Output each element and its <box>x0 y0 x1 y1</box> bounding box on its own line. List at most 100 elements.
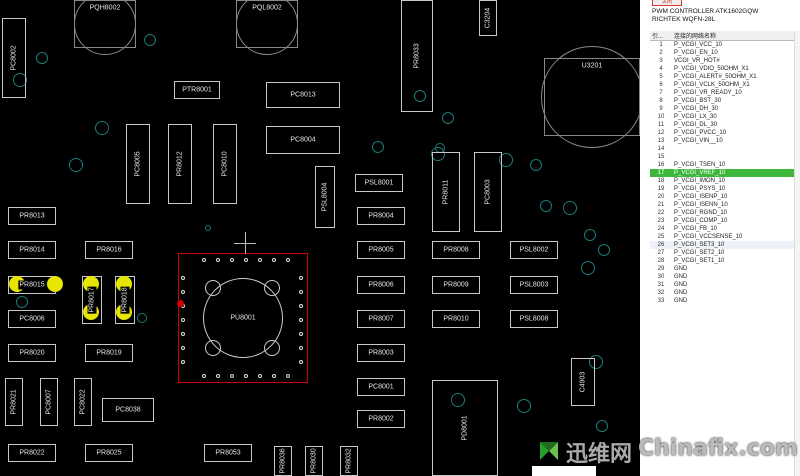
component-pc8001[interactable] <box>357 378 405 396</box>
component-pc8003[interactable] <box>474 152 502 232</box>
component-pc8002[interactable] <box>2 18 26 98</box>
component-pc8010[interactable] <box>213 124 237 204</box>
component-pc8007[interactable] <box>40 378 58 426</box>
ic-pin <box>181 276 185 280</box>
column-header-pin[interactable]: 引... <box>650 31 672 41</box>
component-pr8010[interactable] <box>432 310 480 328</box>
ic-center-pad <box>203 278 283 358</box>
component-psl8004[interactable] <box>315 166 335 228</box>
component-pr8006[interactable] <box>357 276 405 294</box>
component-ref-label: PC8007 <box>44 388 54 416</box>
component-ref-label: PC8010 <box>220 150 230 178</box>
pin-row[interactable]: 15 <box>650 153 796 161</box>
component-ptr8001[interactable] <box>174 81 220 99</box>
component-pc8013[interactable] <box>266 82 340 108</box>
pin-number: 22 <box>657 210 665 216</box>
pin-row[interactable]: 14 <box>650 145 796 153</box>
pin-net-name: P_VCGI_SET1_10 <box>674 258 725 264</box>
component-pr8013[interactable] <box>8 207 56 225</box>
component-psl8002[interactable] <box>510 241 558 259</box>
via-hole <box>589 355 603 369</box>
component-pc8004[interactable] <box>266 126 340 154</box>
panel-scrollbar[interactable] <box>794 31 800 476</box>
ic-pin <box>299 360 303 364</box>
ic-corner-mark <box>205 280 221 296</box>
component-pr8004[interactable] <box>357 207 405 225</box>
ic-corner-mark <box>205 340 221 356</box>
pin-number: 21 <box>657 202 665 208</box>
component-pr8014[interactable] <box>8 241 56 259</box>
component-pr8005[interactable] <box>357 241 405 259</box>
component-c3204[interactable] <box>479 0 497 36</box>
component-pr8053[interactable] <box>204 444 252 462</box>
component-pr8012[interactable] <box>168 124 192 204</box>
component-psl8003[interactable] <box>510 276 558 294</box>
component-pr8007[interactable] <box>357 310 405 328</box>
component-pc8006[interactable] <box>8 310 56 328</box>
close-panel-button[interactable]: 关闭 <box>652 0 682 6</box>
pin-net-name: VCGI_VR_HOT# <box>674 58 720 64</box>
component-pr8011[interactable] <box>432 152 460 232</box>
component-pr8019[interactable] <box>85 344 133 362</box>
via-hole <box>13 73 27 87</box>
component-pr8025[interactable] <box>85 444 133 462</box>
component-ref-label: PR8003 <box>367 348 395 358</box>
component-pc8005[interactable] <box>126 124 150 204</box>
pin-number: 24 <box>657 226 665 232</box>
component-psl8008[interactable] <box>510 310 558 328</box>
component-pr8021[interactable] <box>5 378 23 426</box>
component-pr8016[interactable] <box>85 241 133 259</box>
via-hole <box>69 158 83 172</box>
component-pr8020[interactable] <box>8 344 56 362</box>
component-pc8038[interactable] <box>102 398 154 422</box>
column-header-net[interactable]: 连接的网络名称 <box>672 31 796 41</box>
component-pr8008[interactable] <box>432 241 480 259</box>
component-c4903[interactable] <box>571 358 595 406</box>
component-ref-label: PR8033 <box>412 42 422 70</box>
via-hole <box>451 393 465 407</box>
component-pr8003[interactable] <box>357 344 405 362</box>
component-pr8009[interactable] <box>432 276 480 294</box>
component-pr8022[interactable] <box>8 444 56 462</box>
component-pu8001[interactable] <box>178 253 308 383</box>
component-psl8001[interactable] <box>355 174 403 192</box>
ic-pin <box>216 374 220 378</box>
component-pc8022[interactable] <box>74 378 92 426</box>
component-ref-label: PR8030 <box>309 447 319 475</box>
component-pr8002[interactable] <box>357 410 405 428</box>
component-pr8033[interactable] <box>401 0 433 112</box>
component-ref-label: PQL8002 <box>251 3 283 13</box>
